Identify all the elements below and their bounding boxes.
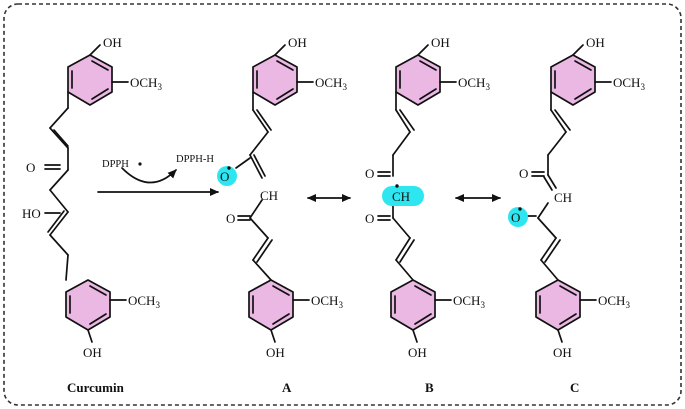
radical-methine-ch: CH <box>392 189 410 204</box>
methoxy-label: OCH3 <box>315 75 347 92</box>
caption-curcumin: Curcumin <box>67 380 125 395</box>
radical-dot <box>518 207 522 211</box>
hydroxyl-label: OH <box>553 345 572 360</box>
hydroxyl-label: OH <box>83 345 102 360</box>
caption-b: B <box>425 380 434 395</box>
hydroxyl-label: OH <box>586 35 605 50</box>
radical-highlight <box>217 166 237 186</box>
caption-c: C <box>570 380 579 395</box>
structure-c <box>527 44 612 343</box>
hydroxyl-label: OH <box>288 35 307 50</box>
hydroxyl-label: OH <box>431 35 450 50</box>
enol-hydroxyl: HO <box>22 206 41 221</box>
dpph-h-product-label: DPPH-H <box>176 154 214 165</box>
methoxy-label: OCH3 <box>130 75 162 92</box>
radical-dot <box>227 166 231 170</box>
structure-b <box>377 44 457 343</box>
methoxy-label: OCH3 <box>613 75 645 92</box>
carbonyl-oxygen: O <box>519 166 528 181</box>
methoxy-label: OCH3 <box>128 293 160 310</box>
bottom-aromatic-ring <box>65 279 127 343</box>
methoxy-label: OCH3 <box>598 293 630 310</box>
dashed-frame <box>3 3 682 406</box>
dpph-radical-dot <box>138 162 142 166</box>
radical-highlight <box>508 207 528 227</box>
heptadienone-chain <box>44 107 69 281</box>
methoxy-label: OCH3 <box>311 293 343 310</box>
hydroxyl-label: OH <box>103 35 122 50</box>
methoxy-label: OCH3 <box>458 75 490 92</box>
methine-ch: CH <box>554 190 572 205</box>
reaction-arrow <box>97 167 219 196</box>
carbonyl-oxygen: O <box>365 166 374 181</box>
ketone-oxygen: O <box>26 160 35 175</box>
radical-oxygen: O <box>220 169 229 184</box>
radical-highlight <box>382 186 424 206</box>
top-aromatic-ring <box>67 44 129 109</box>
caption-a: A <box>282 380 292 395</box>
hydroxyl-label: OH <box>266 345 285 360</box>
radical-oxygen: O <box>511 210 520 225</box>
carbonyl-oxygen: O <box>226 211 235 226</box>
dpph-reagent-label: DPPH <box>102 159 129 170</box>
radical-dot <box>395 184 399 188</box>
methoxy-label: OCH3 <box>453 293 485 310</box>
methine-ch: CH <box>260 188 278 203</box>
structure-a <box>235 44 314 343</box>
hydroxyl-label: OH <box>408 345 427 360</box>
carbonyl-oxygen: O <box>365 211 374 226</box>
curcumin-structure: OH OCH3 O HO OCH3 <box>22 35 162 360</box>
